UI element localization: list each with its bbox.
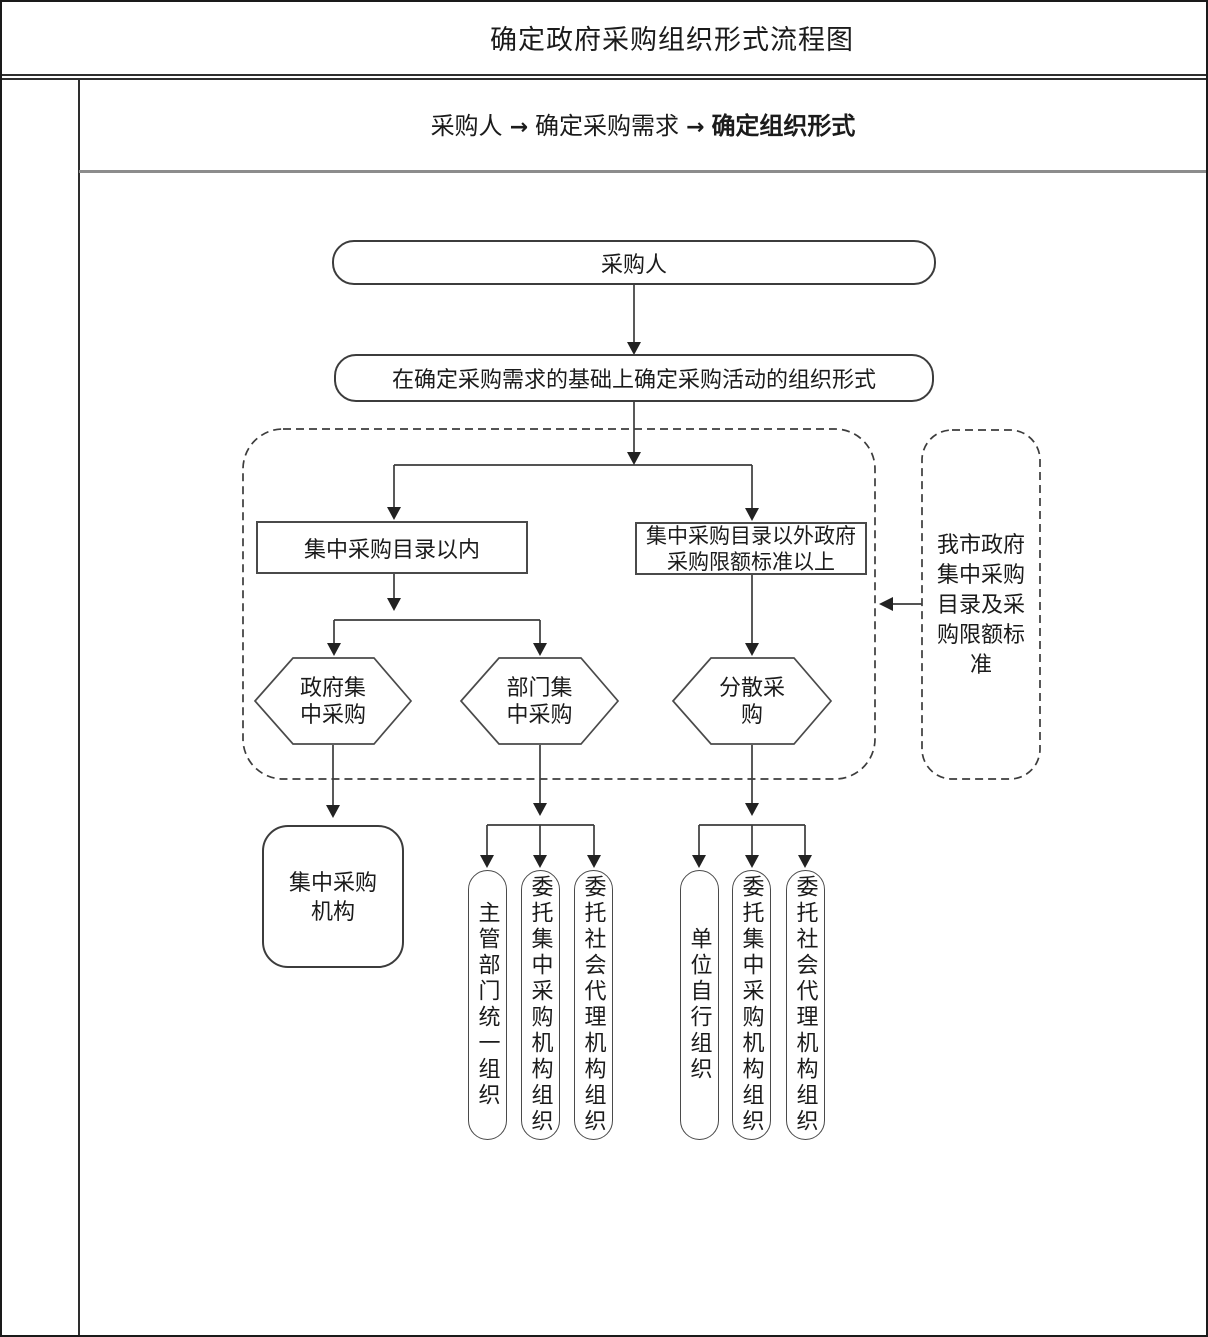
hexagon-gov-centralized-label: 政府集 中采购 [299,675,366,727]
header-separator [79,170,1206,173]
arrowhead-icon [327,643,341,656]
node-purchaser: 采购人 [332,240,936,285]
arrowhead-icons [326,342,893,868]
arrowhead-icon [745,855,759,868]
note-catalog-standard: 我市政府 集中采购 目录及采 购限额标 准 [936,531,1025,677]
arrowhead-icon [533,855,547,868]
stadium-decent-mode-1-label: 单位自行组织 [687,927,713,1083]
arrowhead-icon [627,452,641,465]
arrowhead-icon [533,643,547,656]
arrowhead-icon [798,855,812,868]
arrowhead-icon [745,643,759,656]
hexagon-dept-centralized-label: 部门集 中采购 [506,675,573,727]
stadium-decent-mode-3-label: 委托社会代理机构组织 [793,875,819,1135]
arrowhead-icon [627,342,641,355]
page-title: 确定政府采购组织形式流程图 [490,25,854,55]
title-separator [2,74,1206,80]
hexagon-shape-gov [253,657,413,745]
arrowhead-icon [745,803,759,816]
right-arrow-icon: → [509,115,528,140]
node-within-catalog: 集中采购目录以内 [256,521,528,574]
node-outside-catalog: 集中采购目录以外政府 采购限额标准以上 [635,522,867,575]
arrowhead-icon [480,855,494,868]
stadium-dept-mode-1: 主管部门统一组织 [468,870,507,1140]
left-column-divider [78,80,80,1335]
stadium-decent-mode-2: 委托集中采购机构组织 [732,870,771,1140]
stadium-dept-mode-2: 委托集中采购机构组织 [521,870,560,1140]
arrowhead-icon [387,507,401,520]
hexagon-shape-decent [671,657,833,745]
arrowhead-icon [692,855,706,868]
arrowhead-icon [879,597,893,611]
arrowhead-icon [326,805,340,818]
org-form-dashed-region [242,428,876,780]
stadium-dept-mode-3: 委托社会代理机构组织 [574,870,613,1140]
hexagon-decentralized-label: 分散采 购 [718,675,785,727]
arrowhead-icon [587,855,601,868]
header-step-purchaser: 采购人 [430,114,503,140]
header-step-requirement: 确定采购需求 [535,114,679,140]
hexagon-shape-dept [459,657,620,745]
header-step-org-form: 确定组织形式 [711,114,856,140]
arrowhead-icon [387,598,401,611]
node-centralized-agency: 集中采购 机构 [262,825,404,968]
stadium-dept-mode-1-label: 主管部门统一组织 [475,901,501,1109]
hexagon-shapes [253,657,833,745]
node-determine-org-form: 在确定采购需求的基础上确定采购活动的组织形式 [334,354,934,402]
connectors [332,285,922,855]
stadium-decent-mode-2-label: 委托集中采购机构组织 [739,875,765,1135]
arrowhead-icon [533,803,547,816]
arrowhead-icon [745,508,759,521]
right-arrow-icon: → [686,115,705,140]
stadium-decent-mode-1: 单位自行组织 [680,870,719,1140]
stadium-decent-mode-3: 委托社会代理机构组织 [786,870,825,1140]
header-flow-summary: 采购人→确定采购需求→确定组织形式 [80,113,1206,142]
stadium-dept-mode-3-label: 委托社会代理机构组织 [581,875,607,1135]
stadium-dept-mode-2-label: 委托集中采购机构组织 [528,875,554,1135]
